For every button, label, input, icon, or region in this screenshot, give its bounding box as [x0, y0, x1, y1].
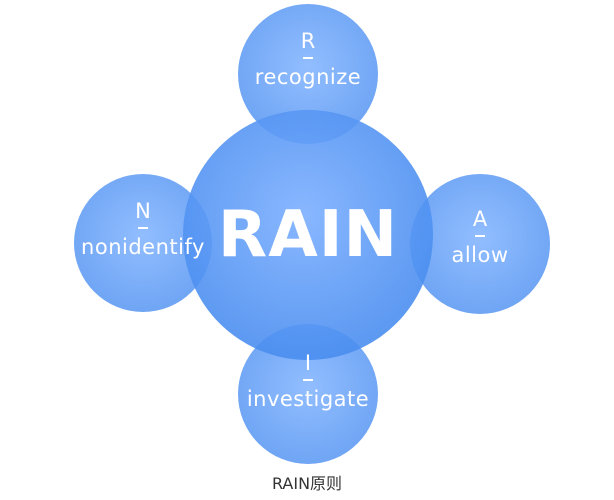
recognize-letter: R: [300, 29, 316, 53]
investigate-label: I investigate: [228, 352, 388, 411]
investigate-letter: I: [304, 351, 312, 375]
nonidentify-letter: N: [135, 199, 151, 223]
rain-center-circle: [183, 110, 433, 360]
allow-circle: [410, 174, 550, 314]
recognize-label: R recognize: [228, 30, 388, 89]
investigate-divider: [303, 379, 313, 381]
diagram-caption: RAIN原则: [271, 474, 343, 493]
nonidentify-divider: [138, 227, 148, 229]
recognize-word: recognize: [254, 65, 362, 89]
allow-divider: [475, 235, 485, 237]
nonidentify-word: nonidentify: [81, 235, 205, 259]
allow-letter: A: [472, 207, 488, 231]
recognize-divider: [303, 57, 313, 59]
nonidentify-label: N nonidentify: [63, 200, 223, 259]
allow-word: allow: [451, 243, 509, 267]
rain-center-text: RAIN: [217, 198, 399, 272]
investigate-word: investigate: [246, 387, 370, 411]
allow-label: A allow: [400, 208, 560, 267]
